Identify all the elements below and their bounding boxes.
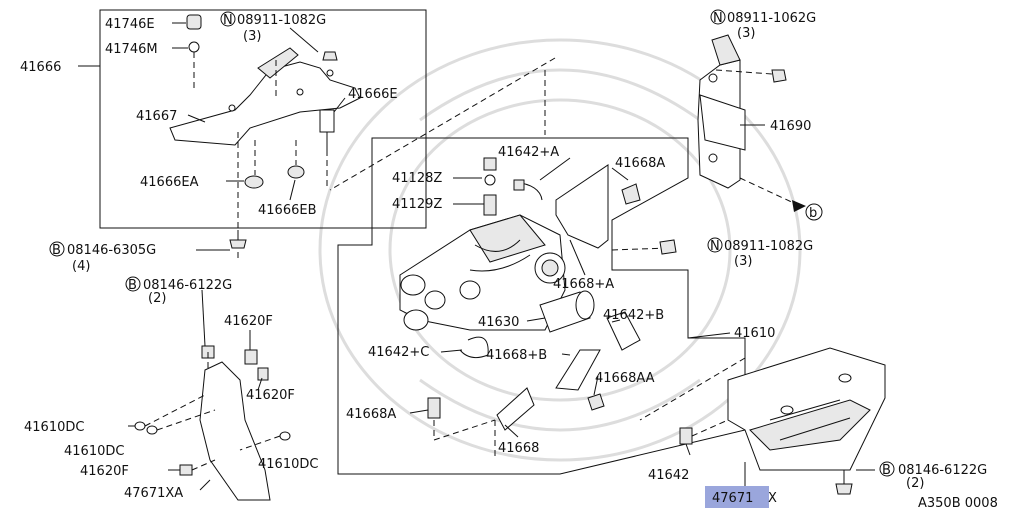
label-41642-A: 41642+A <box>498 145 559 160</box>
label-47671: 47671 <box>712 491 753 506</box>
label-41129Z: 41129Z <box>392 197 442 212</box>
prefix-n-mid: N <box>710 239 720 254</box>
bracket-41690-group <box>659 34 823 255</box>
label-08911-1062G: 08911-1062G <box>727 11 816 26</box>
panel-47671XA-group <box>128 289 291 501</box>
label-41620F-a: 41620F <box>224 314 273 329</box>
abs-unit-group <box>329 57 746 475</box>
label-41642-C: 41642+C <box>368 345 429 360</box>
watermark-emblem <box>318 38 802 462</box>
diagram-code: A350B 0008 <box>918 496 998 510</box>
label-08911-1082G-top-qty: (3) <box>243 29 261 44</box>
label-41642: 41642 <box>648 468 689 483</box>
label-41128Z: 41128Z <box>392 171 442 186</box>
label-41666: 41666 <box>20 60 61 75</box>
bracket-assembly-group <box>78 9 427 258</box>
part-labels: 41666 41746E 41746M 08911-1082G (3) 4166… <box>20 11 998 511</box>
label-41668-B: 41668+B <box>486 348 547 363</box>
label-41610DC-a: 41610DC <box>24 420 84 435</box>
label-08911-1062G-qty: (3) <box>737 26 755 41</box>
label-41668: 41668 <box>498 441 539 456</box>
label-41668AA: 41668AA <box>595 371 655 386</box>
label-41610DC-c: 41610DC <box>258 457 318 472</box>
label-08146-6122G-right: 08146-6122G <box>898 463 987 478</box>
prefix-b-6305: B <box>52 243 61 258</box>
prefix-b-6122-left: B <box>128 278 137 293</box>
label-08146-6305G: 08146-6305G <box>67 243 156 258</box>
label-08911-1082G-mid-qty: (3) <box>734 254 752 269</box>
label-08911-1082G-top: 08911-1082G <box>237 13 326 28</box>
label-41667: 41667 <box>136 109 177 124</box>
label-47671XA: 47671XA <box>124 486 183 501</box>
label-47671-suffix: X <box>768 491 777 506</box>
tray-47671X-group <box>639 347 886 495</box>
label-41746M: 41746M <box>105 42 158 57</box>
label-41666EB: 41666EB <box>258 203 317 218</box>
label-41620F-c: 41620F <box>80 464 129 479</box>
label-41666E: 41666E <box>348 87 398 102</box>
label-41642-B: 41642+B <box>603 308 664 323</box>
label-ref-b: b <box>809 206 817 221</box>
prefix-b-6122-right: B <box>882 463 891 478</box>
label-08146-6122G-left: 08146-6122G <box>143 278 232 293</box>
highlight-47671X <box>705 486 769 508</box>
label-41690: 41690 <box>770 119 811 134</box>
label-41666EA: 41666EA <box>140 175 199 190</box>
label-41630: 41630 <box>478 315 519 330</box>
label-41610: 41610 <box>734 326 775 341</box>
prefix-n-top: N <box>223 13 233 28</box>
label-41668A-top: 41668A <box>615 156 665 171</box>
label-41746E: 41746E <box>105 17 155 32</box>
label-41668-plus-A: 41668+A <box>553 277 614 292</box>
label-08146-6122G-left-qty: (2) <box>148 291 166 306</box>
label-41668A-bot: 41668A <box>346 407 396 422</box>
prefix-n-1062: N <box>713 11 723 26</box>
label-08146-6305G-qty: (4) <box>72 259 90 274</box>
label-41610DC-b: 41610DC <box>64 444 124 459</box>
bolt-08146-6305G <box>196 230 247 251</box>
label-41620F-b: 41620F <box>246 388 295 403</box>
circle-prefixes: N B B N N B <box>49 9 895 478</box>
label-08911-1082G-mid: 08911-1082G <box>724 239 813 254</box>
label-08146-6122G-right-qty: (2) <box>906 476 924 491</box>
